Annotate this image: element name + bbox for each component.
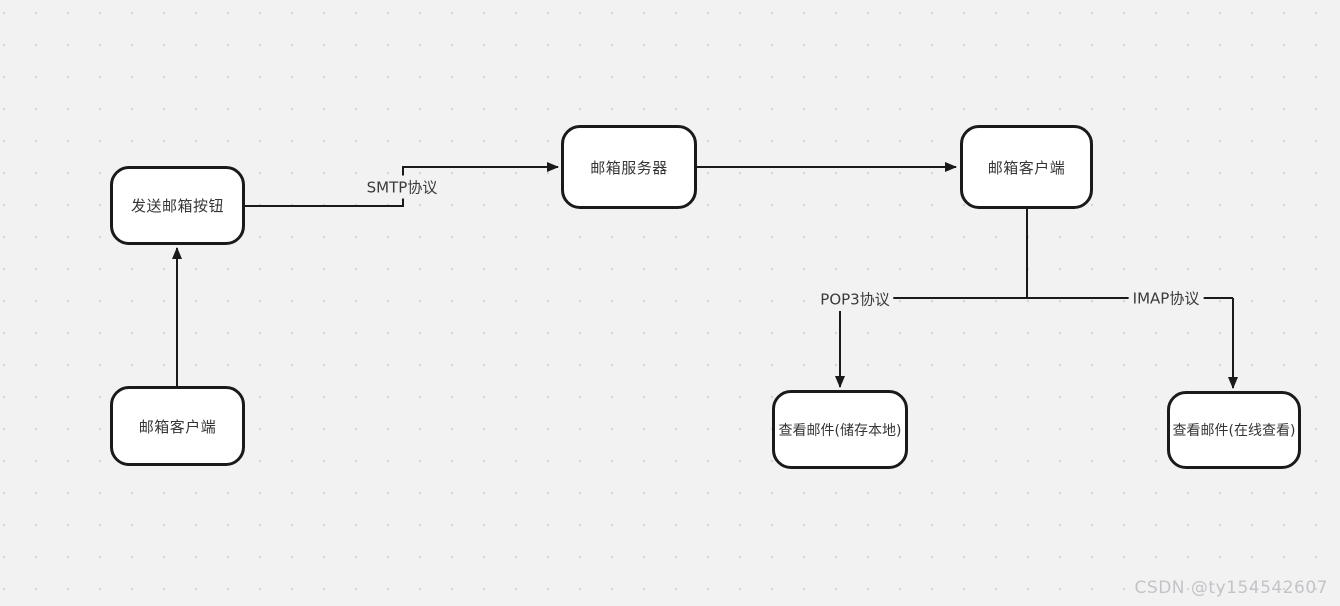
node-view-mail-local-label: 查看邮件(储存本地) <box>778 422 902 439</box>
edge-label-imap: IMAP协议 <box>1128 286 1204 310</box>
node-mail-server-label: 邮箱服务器 <box>590 158 668 177</box>
node-mail-server: 邮箱服务器 <box>561 125 697 209</box>
node-view-mail-local: 查看邮件(储存本地) <box>772 390 908 469</box>
node-view-mail-online: 查看邮件(在线查看) <box>1167 391 1301 469</box>
node-mail-client-bottom: 邮箱客户端 <box>110 386 245 466</box>
csdn-watermark: CSDN @ty154542607 <box>1134 578 1328 598</box>
node-mail-client-top: 邮箱客户端 <box>960 125 1093 209</box>
node-view-mail-online-label: 查看邮件(在线查看) <box>1172 423 1296 439</box>
node-mail-client-top-label: 邮箱客户端 <box>987 158 1066 177</box>
edge-label-pop3: POP3协议 <box>816 287 894 311</box>
node-mail-client-bottom-label: 邮箱客户端 <box>138 417 217 436</box>
edge-label-smtp: SMTP协议 <box>362 175 442 199</box>
node-send-mail-button-label: 发送邮箱按钮 <box>130 197 224 215</box>
node-send-mail-button: 发送邮箱按钮 <box>110 166 245 245</box>
